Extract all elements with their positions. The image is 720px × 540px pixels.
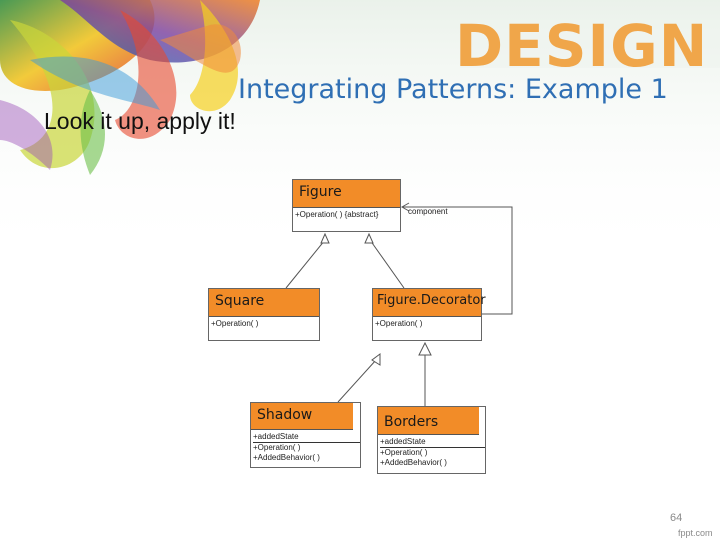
class-borders-name: Borders bbox=[378, 407, 479, 435]
class-figure-decorator-operations: +Operation( ) bbox=[373, 317, 481, 329]
class-borders-op-2: +AddedBehavior( ) bbox=[380, 458, 447, 467]
component-association-line bbox=[402, 206, 513, 315]
class-borders-operations: +addedState +Operation( ) +AddedBehavior… bbox=[378, 435, 485, 468]
class-shadow-name: Shadow bbox=[251, 403, 353, 430]
class-shadow: Shadow +addedState +Operation( ) +AddedB… bbox=[250, 402, 361, 468]
class-borders-op-1: +Operation( ) bbox=[380, 447, 485, 458]
class-square-name: Square bbox=[209, 289, 319, 317]
component-arrowhead bbox=[400, 202, 410, 212]
shadow-to-decorator-arrowhead bbox=[371, 353, 381, 366]
class-figure-decorator-op-1: +Operation( ) bbox=[375, 319, 423, 328]
class-borders: Borders +addedState +Operation( ) +Added… bbox=[377, 406, 486, 474]
slide-subtitle: Look it up, apply it! bbox=[44, 108, 236, 134]
association-label: component bbox=[408, 207, 448, 216]
class-square-op-1: +Operation( ) bbox=[211, 319, 259, 328]
class-shadow-op-1: +Operation( ) bbox=[253, 442, 360, 453]
decorator-to-figure-arrowhead bbox=[364, 232, 374, 244]
class-figure-op-1: +Operation( ) {abstract} bbox=[295, 210, 379, 219]
class-shadow-attr-1: +addedState bbox=[253, 432, 299, 441]
square-to-figure-arrowhead bbox=[320, 232, 330, 244]
decorative-banner: DESIGN bbox=[0, 0, 720, 260]
class-shadow-op-2: +AddedBehavior( ) bbox=[253, 453, 320, 462]
watermark: fppt.com bbox=[678, 528, 713, 538]
class-borders-attr-1: +addedState bbox=[380, 437, 426, 446]
page-number: 64 bbox=[670, 512, 683, 524]
class-figure: Figure +Operation( ) {abstract} bbox=[292, 179, 401, 232]
class-figure-decorator-name: Figure.Decorator bbox=[373, 289, 486, 317]
class-shadow-operations: +addedState +Operation( ) +AddedBehavior… bbox=[251, 430, 360, 463]
borders-to-decorator-arrowhead bbox=[418, 341, 432, 356]
class-square: Square +Operation( ) bbox=[208, 288, 320, 341]
square-to-figure-line bbox=[285, 239, 326, 289]
class-square-operations: +Operation( ) bbox=[209, 317, 319, 329]
decorator-to-figure-line bbox=[369, 239, 405, 289]
slide-title: Integrating Patterns: Example 1 bbox=[238, 74, 668, 105]
class-figure-operations: +Operation( ) {abstract} bbox=[293, 208, 400, 220]
class-figure-name: Figure bbox=[293, 180, 400, 208]
class-figure-decorator: Figure.Decorator +Operation( ) bbox=[372, 288, 486, 341]
banner-word: DESIGN bbox=[455, 12, 708, 80]
shadow-to-decorator-line bbox=[337, 359, 377, 403]
